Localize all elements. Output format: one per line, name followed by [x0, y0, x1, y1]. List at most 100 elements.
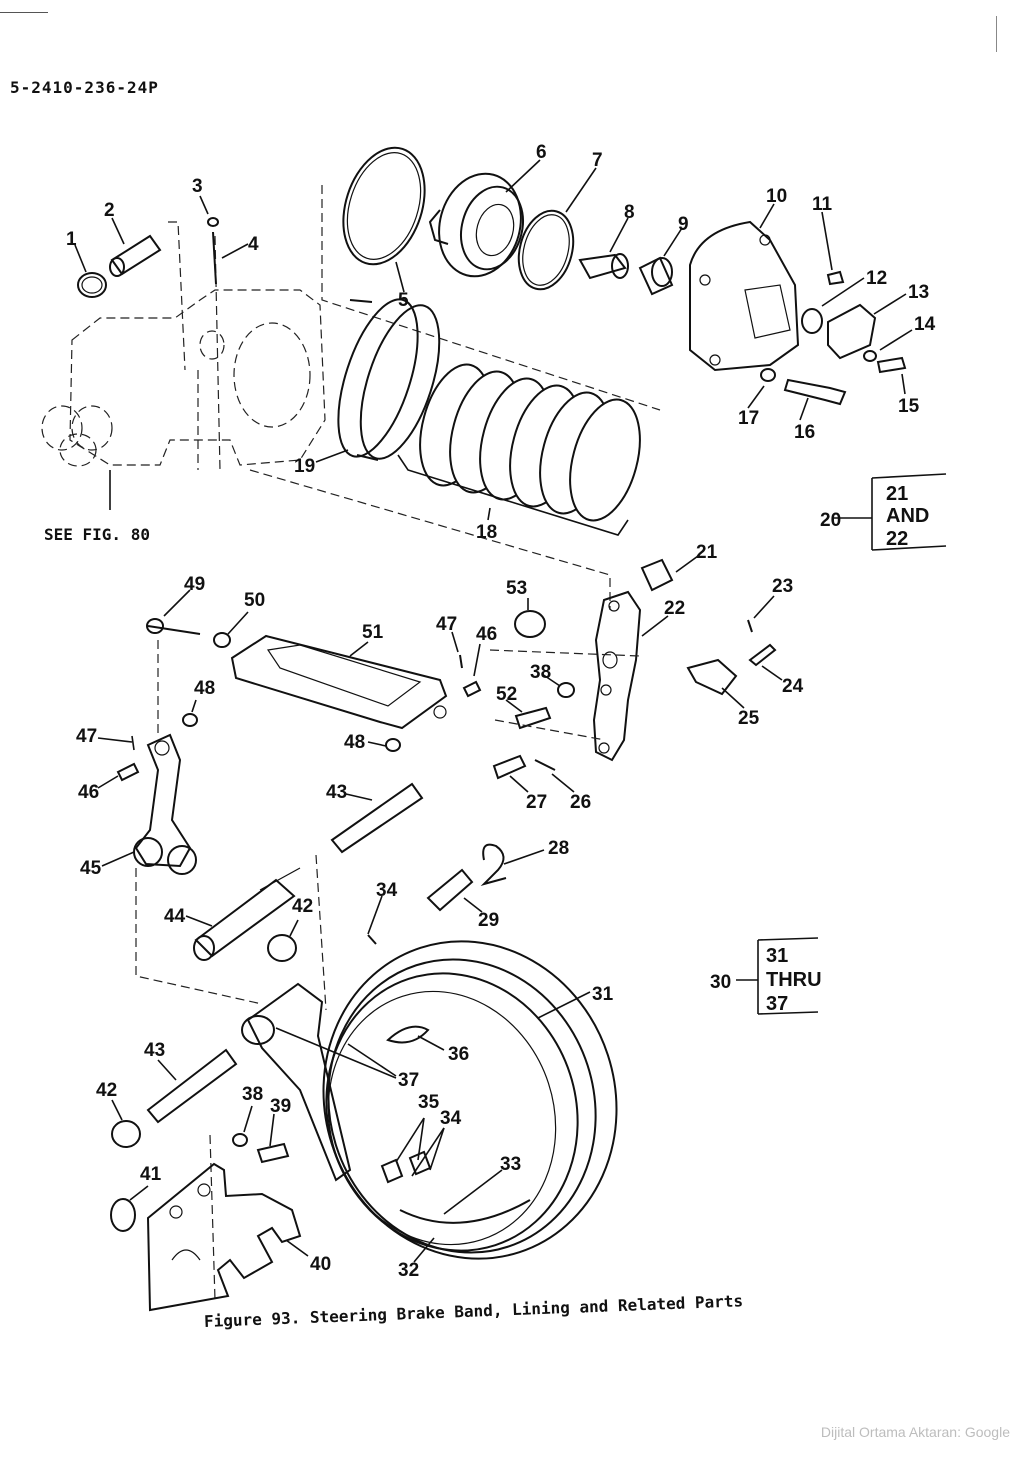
callout-35: 35: [418, 1092, 440, 1113]
part-3-ball: [207, 217, 219, 227]
part-28-spring-clip: [480, 843, 507, 886]
callout-48: 48: [194, 678, 215, 699]
callout-47: 47: [436, 614, 457, 635]
part-50-nut: [213, 632, 231, 648]
callout-15: 15: [898, 396, 920, 417]
part-38-washer: [557, 682, 575, 698]
part-47-pin-right: [459, 654, 463, 669]
part-18-disc-stack: [397, 363, 641, 536]
callout-38: 38: [530, 662, 551, 683]
callout-5: 5: [398, 290, 409, 311]
part-4-pin: [212, 231, 217, 285]
callout-47-left: 47: [76, 726, 97, 747]
part-34-rivets: [367, 934, 377, 945]
part-46-pin-right: [462, 680, 482, 698]
callout-44: 44: [164, 906, 186, 927]
part-43-shaft-lower: [146, 1048, 238, 1124]
callout-11: 11: [812, 194, 833, 215]
part-43-shaft-upper: [330, 782, 424, 854]
part-26-cotter-pin: [534, 759, 556, 771]
callout-14: 14: [914, 314, 936, 335]
part-6-hub: [428, 172, 524, 278]
callout-46-left: 46: [78, 782, 99, 803]
group-20-line-3: 22: [886, 528, 908, 550]
callout-52: 52: [496, 684, 517, 705]
part-35-clips: [380, 1150, 432, 1184]
callout-43-lower: 43: [144, 1040, 165, 1061]
callout-34-lower: 34: [440, 1108, 462, 1129]
watermark: Dijital Ortama Aktaran: Google: [820, 1424, 1010, 1440]
top-rule: [0, 12, 48, 13]
group-20-line-1: 21: [886, 483, 908, 505]
part-16-bolt: [783, 378, 847, 406]
callout-37: 37: [398, 1070, 419, 1091]
callout-43: 43: [326, 782, 347, 803]
part-17-washer: [760, 368, 776, 382]
callout-30: 30: [710, 972, 731, 993]
part-40-bracket: [146, 1162, 302, 1312]
callout-31: 31: [592, 984, 614, 1005]
part-25-clevis: [686, 658, 738, 696]
part-12-gasket: [801, 308, 823, 334]
callout-12: 12: [866, 268, 887, 289]
callout-34: 34: [376, 880, 398, 901]
callout-42-lower: 42: [96, 1080, 117, 1101]
part-45-link: [133, 733, 197, 875]
part-14-washer: [863, 350, 877, 362]
part-11-fitting: [826, 270, 845, 286]
part-49-eyebolt: [147, 625, 201, 635]
callout-39: 39: [270, 1096, 291, 1117]
callout-26: 26: [570, 792, 591, 813]
callout-9: 9: [678, 214, 689, 235]
callout-19: 19: [294, 456, 315, 477]
callout-13: 13: [908, 282, 929, 303]
part-37-arm: [241, 982, 352, 1182]
callout-4: 4: [248, 234, 259, 255]
part-53-bushing: [514, 610, 546, 638]
part-24-pin: [748, 643, 777, 667]
part-51-frame: [230, 634, 448, 730]
group-30-line-3: 37: [766, 993, 788, 1015]
part-52-bolt: [514, 706, 552, 730]
callout-17: 17: [738, 408, 759, 429]
callout-48-lower: 48: [344, 732, 365, 753]
part-42-bushing-lower: [111, 1120, 141, 1148]
part-13-plate: [827, 303, 877, 360]
callout-21: 21: [696, 542, 718, 563]
callout-51: 51: [362, 622, 384, 643]
callout-7: 7: [592, 150, 603, 171]
part-10-cover: [689, 220, 800, 372]
callout-16: 16: [794, 422, 815, 443]
part-27-pin: [492, 754, 527, 780]
callout-2: 2: [104, 200, 115, 221]
callout-42: 42: [292, 896, 313, 917]
callout-53: 53: [506, 578, 527, 599]
leader-lines: [74, 159, 947, 1263]
callout-41: 41: [140, 1164, 162, 1185]
callout-20: 20: [820, 510, 841, 531]
part-8-plunger: [578, 253, 629, 280]
part-9-sleeve: [638, 256, 674, 296]
callout-33: 33: [500, 1154, 521, 1175]
part-48-washer-upper: [182, 713, 198, 727]
part-22-lever: [592, 590, 642, 762]
callout-49: 49: [184, 574, 205, 595]
callout-22: 22: [664, 598, 685, 619]
see-figure-note: SEE FIG. 80: [44, 525, 150, 544]
group-30-line-1: 31: [766, 945, 788, 967]
callout-8: 8: [624, 202, 635, 223]
part-46-pin-left: [116, 762, 140, 782]
callout-40: 40: [310, 1254, 331, 1275]
callout-32: 32: [398, 1260, 419, 1281]
group-30-line-2: THRU: [766, 969, 822, 991]
part-1-ring: [77, 272, 107, 298]
callout-28: 28: [548, 838, 569, 859]
part-41-seal: [110, 1198, 136, 1232]
callout-29: 29: [478, 910, 499, 931]
callout-45: 45: [80, 858, 102, 879]
part-15-screw: [876, 356, 907, 374]
callout-3: 3: [192, 176, 203, 197]
document-number: 5-2410-236-24P: [10, 78, 159, 97]
part-33-lining: [399, 1199, 531, 1224]
